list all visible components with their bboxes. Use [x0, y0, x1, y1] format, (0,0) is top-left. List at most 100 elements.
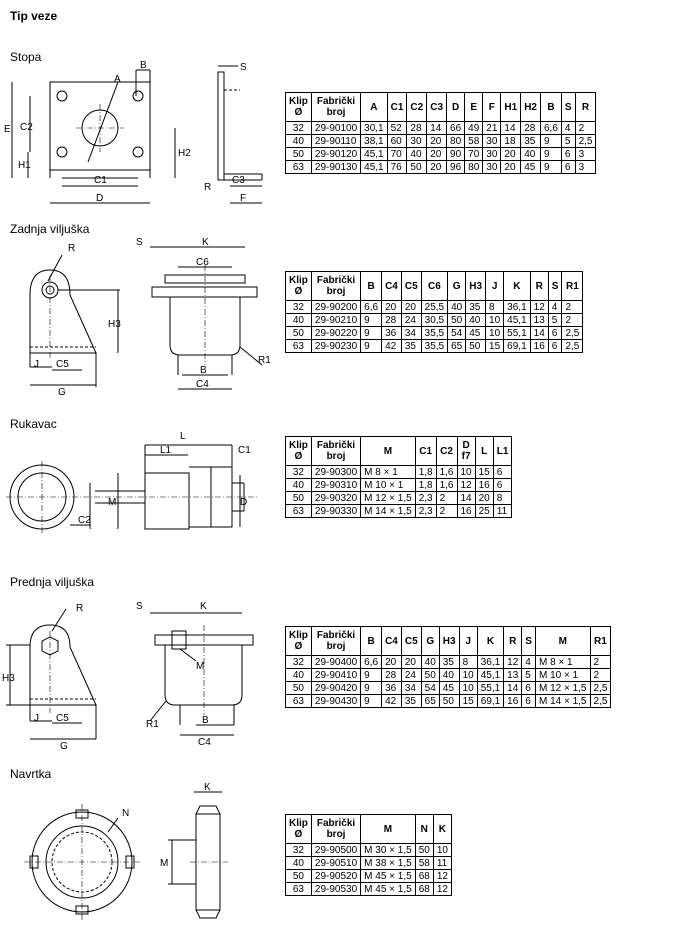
table-cell: 16 [529, 339, 549, 353]
dim-label-l: L [180, 431, 186, 442]
table-cell: 50 [438, 694, 460, 708]
section-title-stopa: Stopa [10, 50, 42, 64]
table-cell: M 45 × 1,5 [360, 882, 416, 896]
table-cell: 6 [560, 160, 576, 174]
table-header-cell: C2 [406, 92, 428, 122]
section-title-prednja-viljuska: Prednja viljuška [10, 575, 95, 589]
table-cell: 28 [381, 668, 402, 682]
table-cell: 16 [474, 478, 494, 492]
dim-label-r1: R1 [258, 355, 271, 366]
table-cell: 50 [285, 326, 312, 340]
dim-label-e: E [4, 124, 11, 135]
dim-label-j: J [34, 359, 39, 370]
table-header-cell: C6 [420, 271, 449, 301]
table-cell: 40 [447, 300, 467, 314]
table-header-cell: C5 [400, 626, 422, 656]
dim-label-c2: C2 [20, 122, 33, 133]
table-cell: 14 [426, 121, 448, 135]
table-cell: 35 [400, 694, 422, 708]
table-cell: 12 [432, 869, 452, 883]
table-cell: 10 [485, 326, 505, 340]
table-cell: 15 [458, 694, 478, 708]
table-cell: 29-90100 [310, 121, 362, 135]
table-cell: 14 [503, 681, 523, 695]
dim-label-n: N [122, 808, 129, 819]
table-header-cell: K [432, 814, 452, 844]
table-cell: M 14 × 1,5 [534, 694, 591, 708]
table-cell: 32 [285, 655, 312, 669]
table-header-cell: D [446, 92, 466, 122]
table-cell: 36 [381, 681, 402, 695]
table-header-cell: R1 [589, 626, 612, 656]
table-cell: 32 [285, 843, 312, 857]
table-cell: 4 [560, 121, 576, 135]
table-cell: 9 [539, 134, 562, 148]
table-cell: 2,5 [589, 681, 612, 695]
table-cell: 30 [406, 134, 428, 148]
table-header-cell: J [485, 271, 505, 301]
table-cell: 9 [360, 313, 383, 327]
table-header-cell: S [560, 92, 576, 122]
table-cell: 35 [438, 655, 460, 669]
dim-label-k: K [202, 237, 209, 248]
table-cell: M 8 × 1 [360, 465, 416, 479]
table-cell: 40 [285, 856, 312, 870]
dim-label-c4: C4 [198, 737, 211, 748]
table-cell: 11 [432, 856, 452, 870]
table-cell: 45 [438, 681, 460, 695]
table-cell: 5 [560, 134, 576, 148]
table-cell: 29-90500 [310, 843, 362, 857]
dim-label-b: B [200, 365, 207, 376]
table-cell: 50 [285, 869, 312, 883]
table-cell: 3 [574, 147, 597, 161]
table-cell: 36 [381, 326, 402, 340]
table-cell: 36,1 [476, 655, 505, 669]
dim-label-s: S [136, 601, 143, 612]
table-cell: 16 [456, 504, 476, 518]
table-cell: 29-90200 [310, 300, 362, 314]
table-cell: 20 [426, 147, 448, 161]
table-header-cell: R [574, 92, 597, 122]
table-header-cell: M [360, 436, 416, 466]
table-cell: 45,1 [503, 313, 531, 327]
table-header-cell: R [529, 271, 549, 301]
dim-label-k: K [204, 782, 211, 793]
dim-label-c1: C1 [94, 175, 107, 186]
table-cell: 12 [432, 882, 452, 896]
table-cell: 69,1 [503, 339, 531, 353]
table-header-cell: R1 [561, 271, 584, 301]
table-cell: M 8 × 1 [534, 655, 591, 669]
table-header-cell: L1 [492, 436, 513, 466]
table-cell: 13 [529, 313, 549, 327]
table-cell: 90 [446, 147, 466, 161]
table-cell: 50 [285, 681, 312, 695]
table-cell: 34 [400, 326, 422, 340]
table-cell: 40 [285, 478, 312, 492]
table-cell: 35 [400, 339, 422, 353]
table-cell: 29-90410 [310, 668, 362, 682]
dim-label-s: S [136, 237, 143, 248]
table-cell: 49 [464, 121, 484, 135]
table-cell: 6 [521, 681, 536, 695]
table-cell: 15 [474, 465, 494, 479]
table-cell: 29-90110 [310, 134, 362, 148]
table-cell: 6 [547, 326, 563, 340]
table-cell: 30 [482, 160, 502, 174]
table-cell: 50 [465, 339, 487, 353]
table-header-cell: H3 [465, 271, 487, 301]
table-cell: 6,6 [539, 121, 562, 135]
dim-label-c6: C6 [196, 257, 209, 268]
table-cell: 29-90330 [310, 504, 362, 518]
table-cell: 20 [400, 300, 422, 314]
table-cell: 9 [360, 681, 383, 695]
